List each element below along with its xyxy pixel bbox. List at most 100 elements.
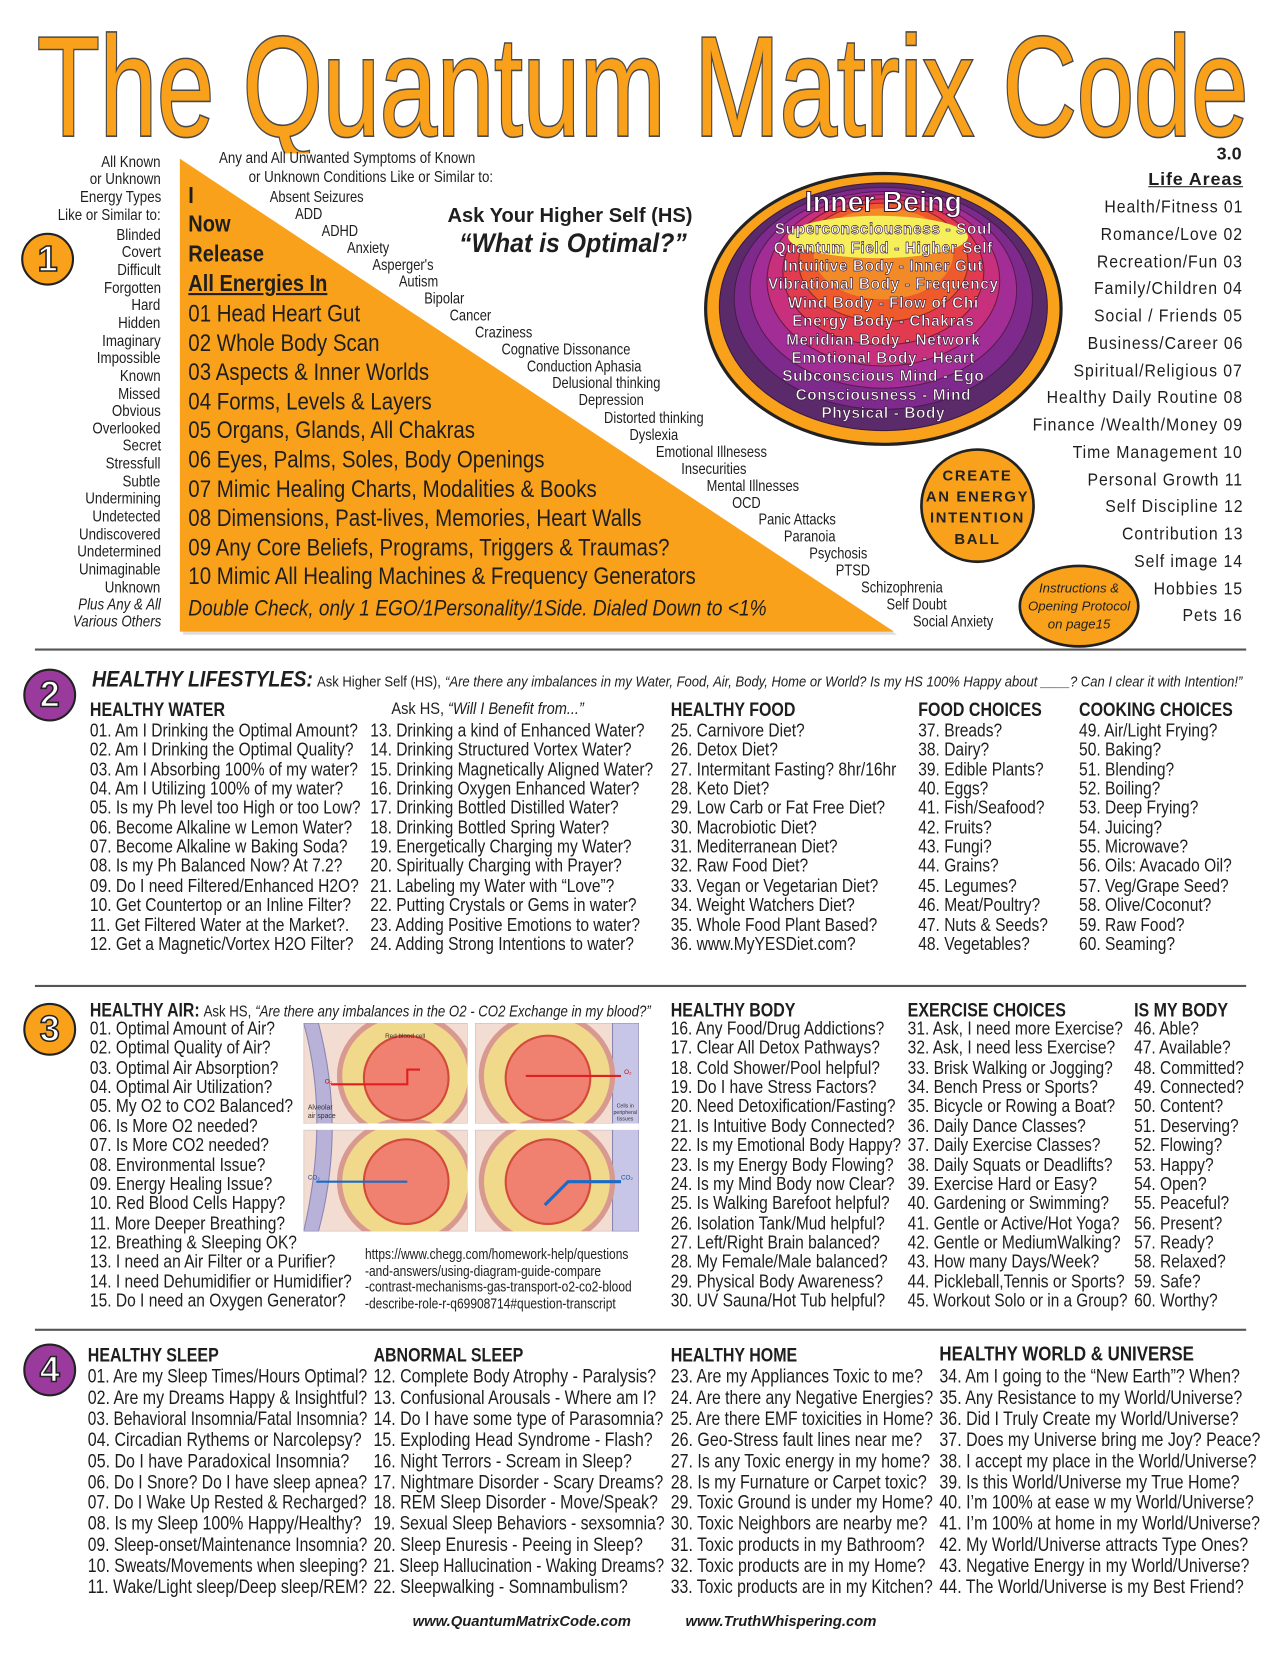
list-item: 47. Nuts & Seeds? bbox=[918, 913, 1048, 935]
list-item: 39. Exercise Hard or Easy? bbox=[907, 1173, 1097, 1195]
poster-title: The Quantum Matrix Code bbox=[35, 21, 1249, 153]
list-item: 47. Available? bbox=[1134, 1037, 1231, 1059]
inner-being-layer: Quantum Field - Higher Self bbox=[773, 239, 993, 257]
list-item: 25. Are there EMF toxicities in Home? bbox=[670, 1407, 934, 1430]
list-item: 43. How many Days/Week? bbox=[907, 1250, 1100, 1272]
list-item: 08. Is my Ph Balanced Now? At 7.2? bbox=[89, 855, 343, 877]
instructions-link[interactable]: Opening Protocol bbox=[1027, 598, 1131, 614]
gas-exchange-diagram: Red blood cell Alveolar air space Cells … bbox=[303, 1022, 639, 1232]
symptom: OCD bbox=[732, 494, 762, 512]
list-item: 04. Optimal Air Utilization? bbox=[89, 1075, 273, 1098]
list-item: 40. Gardening or Swimming? bbox=[907, 1192, 1110, 1214]
list-item: 56. Oils: Avacado Oil? bbox=[1079, 855, 1232, 877]
list-item: 01. Am I Drinking the Optimal Amount? bbox=[89, 719, 358, 741]
symptom: Conduction Aphasia bbox=[526, 359, 642, 376]
list-item: 26. Detox Diet? bbox=[670, 738, 778, 760]
energy-header-line: Like or Similar to: bbox=[57, 205, 161, 224]
list-item: 35. Whole Food Plant Based? bbox=[670, 913, 878, 935]
list-item: 28. Keto Diet? bbox=[670, 777, 770, 799]
life-area: Personal Growth 11 bbox=[1087, 469, 1244, 490]
list-item: 27. Left/Right Brain balanced? bbox=[670, 1231, 880, 1253]
list-item: 22. Is my Emotional Body Happy? bbox=[670, 1134, 902, 1156]
footer-link-quantummatrixcode[interactable]: www.QuantumMatrixCode.com bbox=[412, 1612, 631, 1630]
symptom: Bipolar bbox=[424, 291, 465, 309]
energy-type: Imaginary bbox=[102, 331, 161, 350]
list-item: 38. I accept my place in the World/Unive… bbox=[939, 1449, 1257, 1472]
list-item: 21. Sleep Hallucination - Waking Dreams? bbox=[373, 1555, 665, 1577]
inner-being-layer: Consciousness - Mind bbox=[795, 387, 972, 405]
list-item: 20. Sleep Enuresis - Peeing in Sleep? bbox=[373, 1534, 643, 1556]
instructions-link[interactable]: Instructions & bbox=[1038, 580, 1120, 596]
list-item: 33. Vegan or Vegetarian Diet? bbox=[670, 874, 879, 896]
list-item: 10. Red Blood Cells Happy? bbox=[89, 1192, 286, 1214]
energy-footer-line: Plus Any & All bbox=[78, 595, 161, 614]
list-item: 37. Does my Universe bring me Joy? Peace… bbox=[939, 1428, 1261, 1451]
column-header: HEALTHY WORLD & UNIVERSE bbox=[939, 1343, 1194, 1366]
list-item: 21. Is Intuitive Body Connected? bbox=[670, 1114, 895, 1136]
energy-type: Obvious bbox=[111, 402, 161, 421]
list-item: 36. Daily Dance Classes? bbox=[907, 1114, 1086, 1136]
symptom: Insecurities bbox=[681, 460, 747, 478]
energy-type: Forgotten bbox=[103, 278, 161, 297]
triangle-intro-release: Release bbox=[188, 240, 264, 267]
list-item: 32. Raw Food Diet? bbox=[670, 855, 809, 877]
instructions-link[interactable]: on page15 bbox=[1047, 616, 1111, 632]
section-3-heading: HEALTHY AIR: Ask HS, “Are there any imba… bbox=[90, 1000, 651, 1022]
list-item: 10. Sweats/Movements when sleeping? bbox=[87, 1555, 368, 1577]
list-item: 38. Dairy? bbox=[918, 738, 990, 760]
energy-type: Unknown bbox=[105, 578, 161, 597]
list-item: 30. Toxic Neighbors are nearby me? bbox=[670, 1513, 928, 1535]
co2-label: CO₂ bbox=[308, 1175, 320, 1182]
inner-being-layer: Subconscious Mind - Ego bbox=[782, 368, 985, 386]
release-item: 07 Mimic Healing Charts, Modalities & Bo… bbox=[188, 475, 597, 503]
list-item: 22. Putting Crystals or Gems in water? bbox=[370, 894, 637, 916]
energy-type: Undiscovered bbox=[79, 525, 161, 544]
list-item: 39. Edible Plants? bbox=[918, 758, 1044, 780]
list-item: 26. Isolation Tank/Mud helpful? bbox=[670, 1211, 885, 1234]
symptom: Social Anxiety bbox=[912, 613, 993, 631]
higher-self-question: “What is Optimal?” bbox=[459, 228, 687, 259]
life-area: Social / Friends 05 bbox=[1094, 305, 1244, 326]
symptom: Paranoia bbox=[783, 528, 836, 546]
list-item: 23. Are my Appliances Toxic to me? bbox=[670, 1365, 923, 1387]
list-item: 16. Drinking Oxygen Enhanced Water? bbox=[370, 777, 640, 799]
symptom: Dyslexia bbox=[629, 426, 679, 444]
energy-header-line: Energy Types bbox=[79, 188, 161, 207]
list-item: 42. My World/Universe attracts Type Ones… bbox=[939, 1534, 1249, 1556]
release-item: 06 Eyes, Palms, Soles, Body Openings bbox=[188, 446, 545, 473]
list-item: 02. Am I Drinking the Optimal Quality? bbox=[89, 738, 354, 760]
alveolar-label: Alveolar bbox=[308, 1105, 333, 1112]
column-header: COOKING CHOICES bbox=[1079, 699, 1233, 721]
list-item: 21. Labeling my Water with “Love”? bbox=[370, 874, 615, 896]
list-item: 05. Do I have Paradoxical Insomnia? bbox=[87, 1449, 350, 1472]
column-header: HEALTHY SLEEP bbox=[87, 1344, 219, 1366]
source-url-line: -contrast-mechanisms-gas-transport-o2-co… bbox=[364, 1279, 632, 1295]
list-item: 42. Gentle or MediumWalking? bbox=[907, 1231, 1121, 1253]
list-item: 44. Pickleball,Tennis or Sports? bbox=[907, 1270, 1125, 1292]
energy-ball-line: CREATE bbox=[942, 466, 1013, 484]
tissues-label: peripheral bbox=[614, 1110, 637, 1116]
energy-type: Subtle bbox=[122, 472, 161, 491]
list-item: 07. Is More CO2 needed? bbox=[89, 1134, 269, 1156]
column-header: EXERCISE CHOICES bbox=[907, 999, 1066, 1021]
list-item: 51. Blending? bbox=[1079, 758, 1175, 780]
divider bbox=[34, 984, 1247, 988]
co2-label: CO₂ bbox=[621, 1175, 633, 1182]
list-item: 28. Is my Furnature or Carpet toxic? bbox=[670, 1471, 927, 1493]
list-item: 11. More Deeper Breathing? bbox=[89, 1211, 286, 1234]
list-item: 13. Drinking a kind of Enhanced Water? bbox=[370, 719, 645, 741]
list-item: 55. Microwave? bbox=[1079, 835, 1188, 857]
alveolar-label: air space bbox=[308, 1113, 336, 1120]
section-ask: Ask HS, bbox=[203, 1002, 252, 1021]
list-item: 05. My O2 to CO2 Balanced? bbox=[89, 1095, 294, 1117]
symptom: Delusional thinking bbox=[552, 376, 661, 393]
list-item: 03. Behavioral Insomnia/Fatal Insomnia? bbox=[87, 1407, 368, 1430]
list-item: 30. UV Sauna/Hot Tub helpful? bbox=[670, 1289, 886, 1311]
energy-type: Secret bbox=[122, 437, 161, 456]
release-item: 01 Head Heart Gut bbox=[188, 300, 361, 327]
footer-link-truthwhispering[interactable]: www.TruthWhispering.com bbox=[685, 1612, 877, 1630]
list-item: 51. Deserving? bbox=[1134, 1114, 1239, 1136]
life-area: Spiritual/Religious 07 bbox=[1073, 360, 1244, 381]
list-item: 09. Energy Healing Issue? bbox=[89, 1173, 273, 1195]
